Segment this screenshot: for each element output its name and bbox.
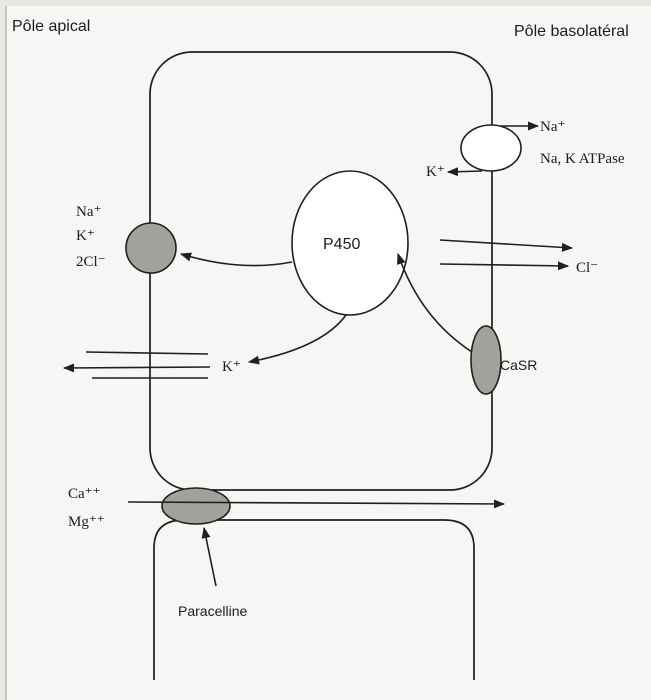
na-k-atpase-pump	[460, 124, 522, 172]
k-plus-nkcc2-label: K⁺	[76, 228, 95, 244]
p450-to-nkcc2-arrow	[179, 252, 293, 267]
casr-label: CaSR	[500, 357, 537, 373]
paracelline-label: Paracelline	[178, 603, 247, 619]
k-channel-line-1	[85, 351, 209, 355]
pole-basolateral-label: Pôle basolatéral	[514, 23, 629, 40]
adjacent-cell	[153, 519, 475, 680]
p450-to-k-channel-arrow	[247, 314, 347, 365]
k-in-arrow	[446, 167, 483, 177]
two-cl-minus-label: 2Cl⁻	[76, 254, 106, 270]
k-channel-line-2	[62, 363, 211, 373]
cl-channel-line-1	[439, 239, 574, 252]
paracelline-pointer	[201, 526, 217, 587]
paracellular-flux-arrow	[127, 499, 506, 509]
k-plus-channel-label: K⁺	[222, 359, 241, 375]
paracellin-channel	[161, 487, 231, 525]
casr-to-p450-arrow	[397, 252, 473, 353]
casr-receptor	[470, 325, 502, 395]
na-plus-pump-label: Na⁺	[540, 119, 565, 135]
p450-label: P450	[323, 236, 360, 253]
p450-enzyme	[291, 170, 409, 316]
ca-plus-plus-label: Ca⁺⁺	[68, 486, 101, 502]
mg-plus-plus-label: Mg⁺⁺	[68, 514, 105, 530]
na-k-atpase-label: Na, K ATPase	[540, 151, 625, 167]
na-plus-nkcc2-label: Na⁺	[76, 204, 101, 220]
cl-minus-label: Cl⁻	[576, 260, 598, 276]
nkcc2-cotransporter	[125, 222, 177, 274]
k-plus-pump-label: K⁺	[426, 164, 445, 180]
pole-apical-label: Pôle apical	[12, 18, 90, 35]
cl-channel-line-2	[439, 261, 570, 271]
